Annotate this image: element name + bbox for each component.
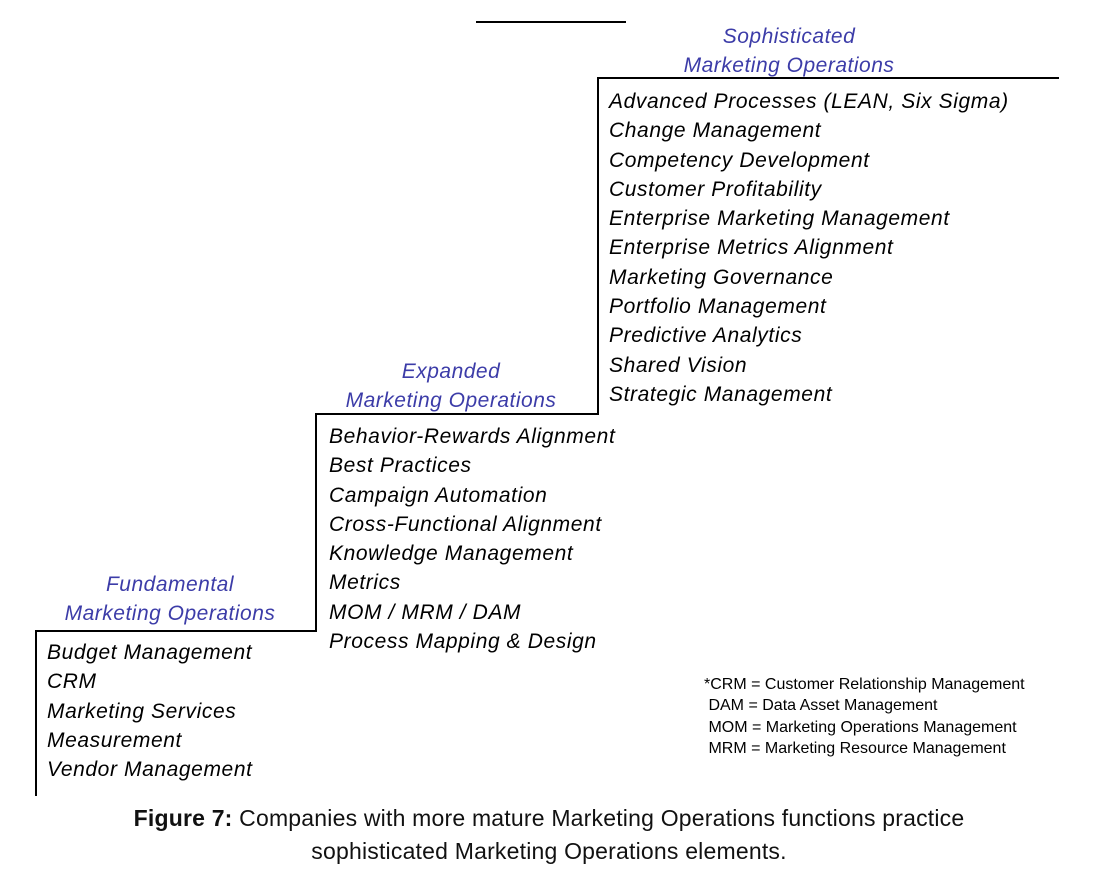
list-item: Enterprise Marketing Management [609,207,950,231]
list-item: Customer Profitability [609,177,822,201]
legend-entry: MOM = Marketing Operations Management [704,718,1017,736]
legend-entry: DAM = Data Asset Management [704,697,938,715]
step-3-vertical [597,77,599,415]
stage-sophisticated-title: Sophisticated Marketing Operations [654,22,924,80]
list-item: Process Mapping & Design [329,630,597,654]
list-item: Cross-Functional Alignment [329,512,602,536]
caption-text: Companies with more mature Marketing Ope… [232,805,965,831]
legend-entry: MRM = Marketing Resource Management [704,739,1006,757]
list-item: Marketing Services [47,699,237,723]
list-item: MOM / MRM / DAM [329,600,522,624]
list-item: Advanced Processes (LEAN, Six Sigma) [609,90,1009,113]
stage-title-line: Marketing Operations [345,389,557,412]
legend-entry: *CRM = Customer Relationship Management [704,676,1025,693]
list-item: Vendor Management [47,758,253,782]
list-item: Campaign Automation [329,483,548,507]
stage-fundamental-items: Budget Management CRM Marketing Services… [47,638,253,784]
acronym-legend: *CRM = Customer Relationship Management … [704,674,1025,759]
top-rule [476,21,626,23]
caption-line-1: Figure 7: Companies with more mature Mar… [0,802,1098,835]
list-item: Behavior-Rewards Alignment [329,425,616,448]
list-item: Strategic Management [609,382,833,406]
stage-expanded-title: Expanded Marketing Operations [320,357,582,415]
figure-caption: Figure 7: Companies with more mature Mar… [0,802,1098,868]
stage-title-line: Sophisticated [722,25,856,48]
stage-fundamental-title: Fundamental Marketing Operations [40,570,300,628]
list-item: Metrics [329,571,401,595]
caption-label: Figure 7: [133,805,233,831]
stage-title-line: Marketing Operations [64,602,276,625]
list-item: Change Management [609,119,822,143]
list-item: Knowledge Management [329,542,574,566]
list-item: Budget Management [47,641,253,664]
list-item: Shared Vision [609,353,748,377]
list-item: Measurement [47,728,182,752]
list-item: CRM [47,670,97,694]
list-item: Competency Development [609,148,870,172]
step-3-horizontal [597,77,1059,79]
list-item: Enterprise Metrics Alignment [609,236,894,260]
caption-line-2: sophisticated Marketing Operations eleme… [311,838,787,864]
list-item: Predictive Analytics [609,324,803,348]
step-2-horizontal [315,413,599,415]
stage-expanded-items: Behavior-Rewards Alignment Best Practice… [329,422,615,656]
step-1-vertical [35,630,37,796]
list-item: Best Practices [329,454,472,478]
stage-title-line: Marketing Operations [683,54,895,77]
stage-title-line: Expanded [401,360,501,383]
stage-title-line: Fundamental [105,573,235,596]
list-item: Portfolio Management [609,295,827,319]
step-2-vertical [315,413,317,632]
stage-sophisticated-items: Advanced Processes (LEAN, Six Sigma) Cha… [609,87,1009,409]
step-1-horizontal [35,630,316,632]
list-item: Marketing Governance [609,265,834,289]
